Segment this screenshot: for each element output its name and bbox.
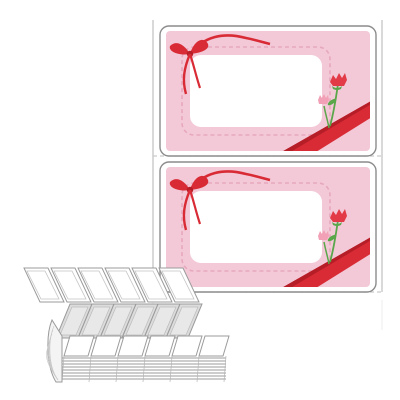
ribbon-tail [182,53,192,95]
stack-label-inner [147,306,177,336]
stack-label-cell [77,267,119,303]
bow-loop-left [169,179,190,191]
stack-block [46,318,230,383]
bow-ribbon-icon [169,170,271,231]
carnation-bloom-small [318,230,329,240]
flower-stem [323,241,330,265]
label-2 [159,161,377,293]
stack-divider [223,355,227,383]
bow-loop-right [190,39,209,54]
stack-label-inner [80,270,114,300]
carnation-bloom-small [318,94,329,104]
leaf [327,98,337,106]
stack-label-cell [131,267,173,303]
ribbon-tail [188,53,202,89]
stack-label-inner [53,270,87,300]
bow-loop-right [190,175,209,190]
stack-label-inner [169,306,199,336]
carnation-calyx [332,86,342,90]
stack-label-cell [104,267,146,303]
stack-label-inner [59,306,89,336]
stack-label-cell [158,267,200,303]
stack-divider [142,355,146,383]
stack-label-cell [63,335,95,357]
ribbon-tail [188,189,202,225]
stack-label-inner [103,306,133,336]
stack-fold-line [46,345,59,381]
stack-label-cell [198,335,230,357]
stack-label-cell [144,335,176,357]
carnation-bloom [330,73,347,86]
carnation-bloom [330,209,347,222]
stack-label-cell [50,267,92,303]
label-dashed-frame [181,182,331,272]
stack-label-inner [81,306,111,336]
stack-label-inner [125,306,155,336]
carnation-icon [318,209,347,265]
leaf [327,234,337,242]
stack-divider [196,355,200,383]
flower-stem [329,83,339,127]
stack-label-cell [90,335,122,357]
carnation-icon [318,73,347,129]
stack-divider [169,355,173,383]
stack-label-inner [26,270,60,300]
stack-top-sheet [23,267,200,303]
label-1 [159,25,377,157]
stack-label-cell [171,335,203,357]
stack-label-inner [161,270,195,300]
stack-fold-sheet [55,303,203,339]
label-dashed-frame [181,46,331,136]
bow-ribbon-icon [169,34,271,95]
stack-label-cell [23,267,65,303]
label-writing-area [190,191,322,263]
label-writing-area [190,55,322,127]
flower-stem [323,105,330,129]
carnation-calyx [332,222,342,226]
stack-label-inner [107,270,141,300]
bow-loop-left [169,43,190,55]
fanfold-stack [23,267,230,383]
stack-label-inner [134,270,168,300]
stack-label-cell [117,335,149,357]
stack-divider [115,355,119,383]
flower-stem [329,219,339,263]
stack-divider [88,355,92,383]
ribbon-tail [182,189,192,231]
